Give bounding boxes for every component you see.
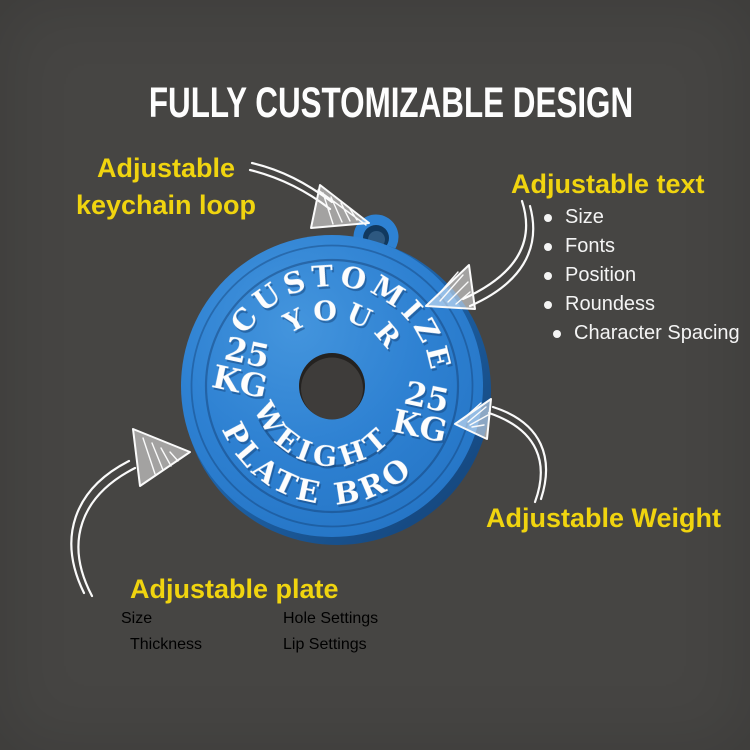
callout-text-heading: Adjustable text: [511, 169, 705, 199]
bullet-icon: [544, 242, 552, 251]
arrow-weight: [454, 398, 548, 504]
arrow-keychain: [248, 161, 370, 229]
plate-lip-groove: [204, 258, 460, 514]
arrow-plate: [70, 428, 191, 598]
list-item: Size: [121, 610, 153, 627]
callout-adjustable-text: Adjustable text Size Fonts Position Roun…: [511, 169, 740, 348]
list-item: Lip Settings: [283, 636, 367, 653]
plate-options-list: Size Thickness Hole Settings Lip Setting…: [108, 610, 438, 662]
weight-stamp-left: 25 KG: [209, 329, 273, 406]
bullet-icon: [544, 213, 552, 222]
callout-keychain-loop: Adjustable keychain loop: [52, 150, 280, 224]
bullet-icon: [544, 300, 552, 309]
list-item: Thickness: [130, 636, 203, 653]
page-title: FULLY CUSTOMIZABLE DESIGN: [148, 79, 634, 127]
text-options-list: Size Fonts Position Roundess Character S…: [544, 203, 740, 348]
list-item: Hole Settings: [283, 610, 379, 627]
list-item: Character Spacing: [553, 319, 740, 348]
list-item: Position: [544, 261, 740, 290]
plate-body: [181, 235, 491, 545]
svg-text:25: 25: [221, 329, 272, 375]
bullet-icon: [544, 271, 552, 280]
list-item: Fonts: [544, 232, 740, 261]
callout-keychain-line1: Adjustable: [96, 153, 236, 183]
callout-plate-heading: Adjustable plate: [130, 574, 339, 604]
bullet-icon: [553, 329, 561, 338]
callout-adjustable-weight: Adjustable Weight: [486, 503, 722, 533]
callout-adjustable-plate: Adjustable plate Size Thickness Hole Set…: [108, 574, 438, 662]
hub-arc: [258, 419, 406, 468]
svg-text:25: 25: [401, 374, 452, 420]
list-item: Size: [544, 203, 740, 232]
arrow-text: [425, 199, 535, 310]
list-item: Roundess: [544, 290, 740, 319]
callout-keychain-line2: keychain loop: [75, 190, 257, 220]
